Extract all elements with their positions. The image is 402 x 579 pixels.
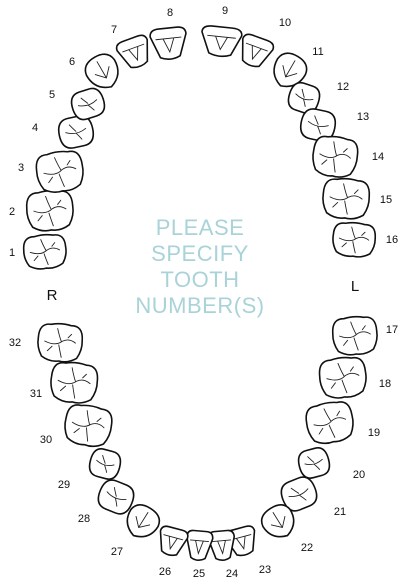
tooth-14-label[interactable]: 14 bbox=[372, 151, 384, 163]
tooth-14[interactable] bbox=[310, 134, 359, 180]
tooth-6-label[interactable]: 6 bbox=[69, 56, 75, 68]
tooth-28-label[interactable]: 28 bbox=[78, 513, 90, 525]
tooth-31-label[interactable]: 31 bbox=[30, 388, 42, 400]
tooth-26-outline[interactable] bbox=[155, 525, 189, 559]
tooth-16-outline[interactable] bbox=[332, 221, 376, 258]
prompt-text: PLEASE SPECIFY TOOTH NUMBER(S) bbox=[115, 215, 285, 319]
tooth-15[interactable] bbox=[322, 177, 371, 220]
tooth-26-label[interactable]: 26 bbox=[159, 566, 171, 578]
tooth-4[interactable] bbox=[56, 114, 95, 150]
tooth-2-label[interactable]: 2 bbox=[9, 206, 15, 218]
tooth-17[interactable] bbox=[332, 315, 379, 356]
tooth-15-label[interactable]: 15 bbox=[380, 194, 392, 206]
tooth-21-label[interactable]: 21 bbox=[334, 506, 346, 518]
tooth-29[interactable] bbox=[87, 447, 123, 482]
prompt-line: PLEASE bbox=[115, 215, 285, 241]
tooth-17-outline[interactable] bbox=[332, 315, 379, 356]
tooth-9[interactable] bbox=[200, 25, 243, 58]
tooth-20-label[interactable]: 20 bbox=[353, 469, 365, 481]
tooth-7-label[interactable]: 7 bbox=[111, 24, 117, 36]
tooth-30-label[interactable]: 30 bbox=[40, 434, 52, 446]
tooth-8-label[interactable]: 8 bbox=[167, 7, 173, 19]
right-side-label: R bbox=[47, 287, 58, 304]
tooth-2[interactable] bbox=[26, 189, 75, 232]
tooth-24-label[interactable]: 24 bbox=[226, 568, 238, 579]
tooth-25[interactable] bbox=[185, 530, 213, 561]
left-side-label: L bbox=[351, 278, 359, 295]
tooth-29-outline[interactable] bbox=[87, 447, 123, 482]
tooth-7-outline[interactable] bbox=[115, 33, 155, 71]
tooth-30-outline[interactable] bbox=[62, 402, 114, 449]
tooth-1-label[interactable]: 1 bbox=[9, 247, 15, 259]
prompt-line: SPECIFY bbox=[115, 241, 285, 267]
tooth-1[interactable] bbox=[22, 233, 67, 270]
tooth-25-label[interactable]: 25 bbox=[193, 568, 205, 579]
tooth-18[interactable] bbox=[318, 355, 368, 399]
tooth-5-label[interactable]: 5 bbox=[49, 89, 55, 101]
tooth-3[interactable] bbox=[34, 149, 85, 195]
tooth-31-outline[interactable] bbox=[49, 360, 99, 404]
tooth-16-label[interactable]: 16 bbox=[386, 234, 398, 246]
tooth-19[interactable] bbox=[304, 399, 356, 446]
tooth-7[interactable] bbox=[115, 33, 155, 71]
tooth-27-label[interactable]: 27 bbox=[111, 546, 123, 558]
tooth-14-outline[interactable] bbox=[310, 134, 359, 180]
tooth-13-label[interactable]: 13 bbox=[357, 111, 369, 123]
tooth-26[interactable] bbox=[155, 525, 189, 559]
tooth-30[interactable] bbox=[62, 402, 114, 449]
tooth-3-label[interactable]: 3 bbox=[18, 162, 24, 174]
tooth-6[interactable] bbox=[81, 49, 126, 94]
prompt-line: NUMBER(S) bbox=[115, 293, 285, 319]
tooth-19-label[interactable]: 19 bbox=[368, 427, 380, 439]
tooth-22-label[interactable]: 22 bbox=[301, 542, 313, 554]
tooth-1-outline[interactable] bbox=[22, 233, 67, 270]
prompt-line: TOOTH bbox=[115, 267, 285, 293]
tooth-19-outline[interactable] bbox=[304, 399, 356, 446]
tooth-18-outline[interactable] bbox=[318, 355, 368, 399]
tooth-32[interactable] bbox=[37, 322, 84, 363]
tooth-31[interactable] bbox=[49, 360, 99, 404]
tooth-9-outline[interactable] bbox=[200, 25, 243, 58]
tooth-10-label[interactable]: 10 bbox=[279, 17, 291, 29]
tooth-25-outline[interactable] bbox=[185, 530, 213, 561]
tooth-11-label[interactable]: 11 bbox=[312, 46, 323, 58]
tooth-2-outline[interactable] bbox=[26, 189, 75, 232]
tooth-3-outline[interactable] bbox=[34, 149, 85, 195]
tooth-9-label[interactable]: 9 bbox=[222, 5, 228, 17]
tooth-32-label[interactable]: 32 bbox=[9, 337, 21, 349]
tooth-4-label[interactable]: 4 bbox=[32, 122, 38, 134]
tooth-23-label[interactable]: 23 bbox=[259, 564, 271, 576]
tooth-29-label[interactable]: 29 bbox=[58, 479, 70, 491]
tooth-8-outline[interactable] bbox=[149, 26, 188, 61]
tooth-20-outline[interactable] bbox=[296, 446, 332, 481]
tooth-32-outline[interactable] bbox=[37, 322, 84, 363]
tooth-17-label[interactable]: 17 bbox=[386, 324, 398, 336]
tooth-8[interactable] bbox=[149, 26, 188, 61]
tooth-6-outline[interactable] bbox=[81, 49, 126, 94]
tooth-18-label[interactable]: 18 bbox=[379, 378, 391, 390]
tooth-16[interactable] bbox=[332, 221, 376, 258]
tooth-12-label[interactable]: 12 bbox=[337, 81, 349, 93]
tooth-4-outline[interactable] bbox=[56, 114, 95, 150]
tooth-20[interactable] bbox=[296, 446, 332, 481]
tooth-15-outline[interactable] bbox=[322, 177, 371, 220]
